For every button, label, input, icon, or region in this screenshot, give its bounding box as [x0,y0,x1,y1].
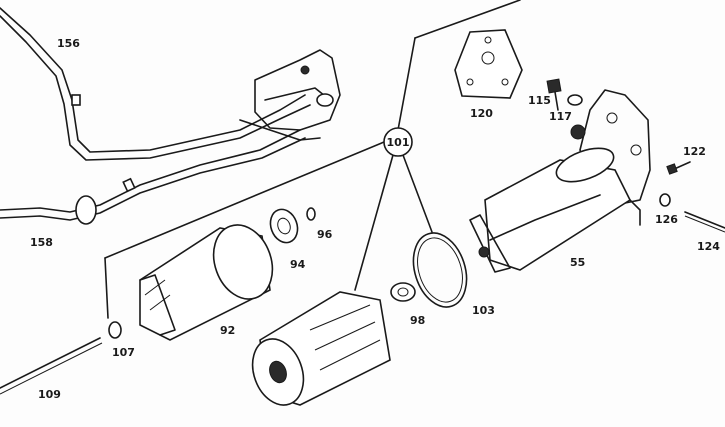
label-120: 120 [470,107,493,120]
label-103: 103 [472,304,495,317]
label-94: 94 [290,258,306,271]
o-ring [412,232,468,308]
filter-cartridge [251,291,391,406]
label-126: 126 [655,213,678,226]
label-55: 55 [570,256,585,269]
callout-hub-leaders [104,0,521,319]
label-107: 107 [112,346,135,359]
filter-canister [139,224,274,341]
label-92: 92 [220,324,235,337]
washer-and-seal [269,207,316,244]
bolt-and-washer [546,78,583,111]
hub-callout-circle [383,127,413,157]
flange-plate [454,29,523,99]
filter-bowl-right [469,147,632,273]
label-115: 115 [528,94,551,107]
ring [108,321,122,339]
callout-101: 101 [387,136,410,149]
nut [390,282,416,302]
label-124: 124 [697,240,720,253]
fuel-pipe-assembly [0,7,311,225]
label-156: 156 [57,37,80,50]
label-122: 122 [683,145,706,158]
drain-rod [0,337,103,395]
label-109: 109 [38,388,61,401]
label-117: 117 [549,110,572,123]
upper-pump-body [239,49,341,141]
label-96: 96 [317,228,333,241]
small-parts-right [659,161,725,233]
label-158: 158 [30,236,53,249]
o-ring-inner [417,237,463,303]
label-98: 98 [410,314,425,327]
